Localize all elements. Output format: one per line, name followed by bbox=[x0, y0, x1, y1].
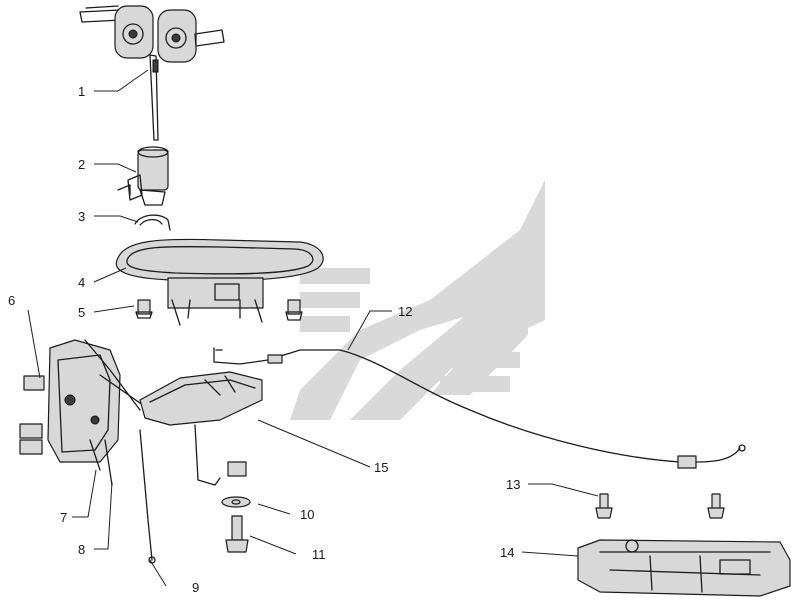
part-3-clip bbox=[134, 214, 171, 231]
part-5-screw bbox=[135, 299, 303, 321]
callout-10: 10 bbox=[300, 507, 314, 522]
callout-6: 6 bbox=[8, 293, 15, 308]
callout-8: 8 bbox=[78, 542, 85, 557]
part-4-outer-handle bbox=[115, 238, 324, 326]
callout-13: 13 bbox=[506, 477, 520, 492]
part-10-washer bbox=[221, 496, 251, 508]
callout-4: 4 bbox=[78, 275, 85, 290]
callout-11: 11 bbox=[312, 547, 326, 562]
callout-7: 7 bbox=[60, 510, 67, 525]
callout-2: 2 bbox=[78, 157, 85, 172]
callout-12: 12 bbox=[398, 304, 412, 319]
callout-3: 3 bbox=[78, 209, 85, 224]
callout-14: 14 bbox=[500, 545, 514, 560]
part-13-screws bbox=[595, 493, 725, 519]
part-12-cable bbox=[213, 347, 746, 469]
part-6-bolts bbox=[19, 375, 45, 455]
callout-1: 1 bbox=[78, 84, 85, 99]
callout-9: 9 bbox=[192, 580, 199, 595]
part-14-bracket bbox=[577, 539, 791, 597]
part-1-keys bbox=[79, 5, 225, 141]
part-15-inner-handle bbox=[139, 371, 263, 486]
door-lock-assembly bbox=[47, 339, 156, 564]
part-2-lock-cylinder bbox=[117, 146, 169, 206]
callout-5: 5 bbox=[78, 305, 85, 320]
callout-labels: 1 2 3 4 5 6 7 8 9 10 11 12 13 14 15 bbox=[8, 84, 520, 595]
watermark-logo bbox=[290, 180, 545, 420]
part-11-bolt bbox=[225, 515, 249, 553]
callout-15: 15 bbox=[374, 460, 388, 475]
leader-lines bbox=[27, 69, 599, 587]
